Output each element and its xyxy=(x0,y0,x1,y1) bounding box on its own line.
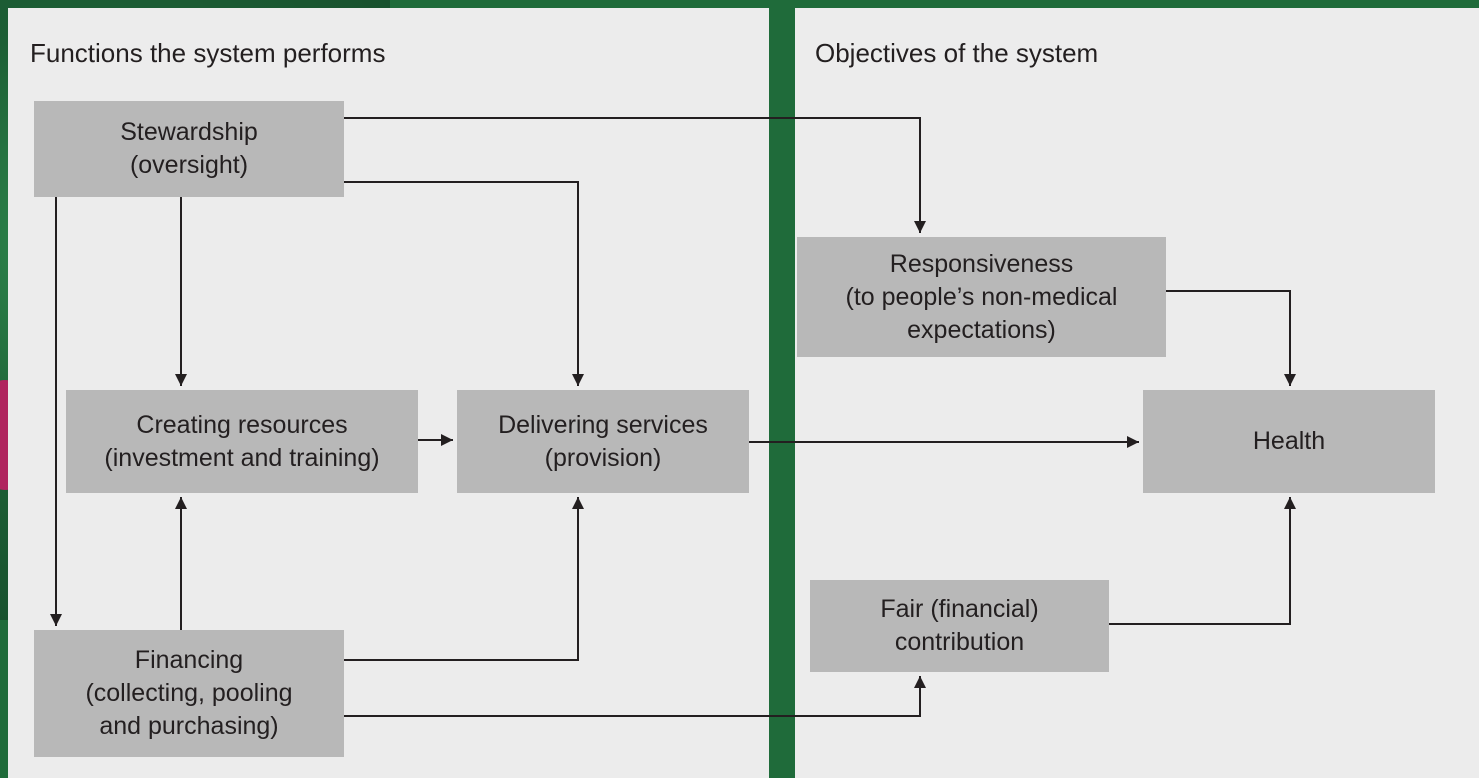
arrow-financing-to-fair-contribution xyxy=(344,676,926,717)
financing-box: Financing (collecting, pooling and purch… xyxy=(34,630,344,757)
financing-label: Financing xyxy=(134,646,244,674)
stewardship-sublabel: (oversight) xyxy=(129,151,249,179)
responsiveness-sublabel-2: expectations) xyxy=(907,315,1056,344)
arrow-stewardship-to-delivering xyxy=(344,181,584,386)
delivering-services-box: Delivering services (provision) xyxy=(457,390,749,493)
fair-contribution-label: Fair (financial) xyxy=(880,595,1039,623)
health-box: Health xyxy=(1143,390,1435,493)
stewardship-box: Stewardship (oversight) xyxy=(34,101,344,197)
objectives-panel-title: Objectives of the system xyxy=(815,38,1099,68)
responsiveness-box: Responsiveness (to people’s non-medical … xyxy=(797,237,1166,357)
delivering-services-label: Delivering services xyxy=(498,410,708,439)
arrow-fair-contribution-to-health xyxy=(1109,497,1296,625)
creating-resources-label: Creating resources xyxy=(136,410,348,439)
financing-sublabel-1: (collecting, pooling xyxy=(85,679,293,707)
functions-panel-title: Functions the system performs xyxy=(30,38,386,68)
arrow-financing-to-delivering xyxy=(344,497,584,661)
stewardship-label: Stewardship xyxy=(120,118,258,146)
responsiveness-label: Responsiveness xyxy=(889,249,1074,278)
financing-sublabel-2: and purchasing) xyxy=(99,712,279,740)
responsiveness-sublabel-1: (to people’s non-medical xyxy=(845,282,1118,311)
creating-resources-sublabel: (investment and training) xyxy=(104,443,380,472)
arrow-responsiveness-to-health xyxy=(1166,290,1296,386)
fair-contribution-sublabel: contribution xyxy=(894,628,1025,656)
creating-resources-box: Creating resources (investment and train… xyxy=(66,390,418,493)
delivering-services-sublabel: (provision) xyxy=(544,443,662,472)
arrow-stewardship-to-responsiveness xyxy=(344,117,926,233)
fair-contribution-box: Fair (financial) contribution xyxy=(810,580,1109,672)
health-label: Health xyxy=(1252,427,1326,455)
